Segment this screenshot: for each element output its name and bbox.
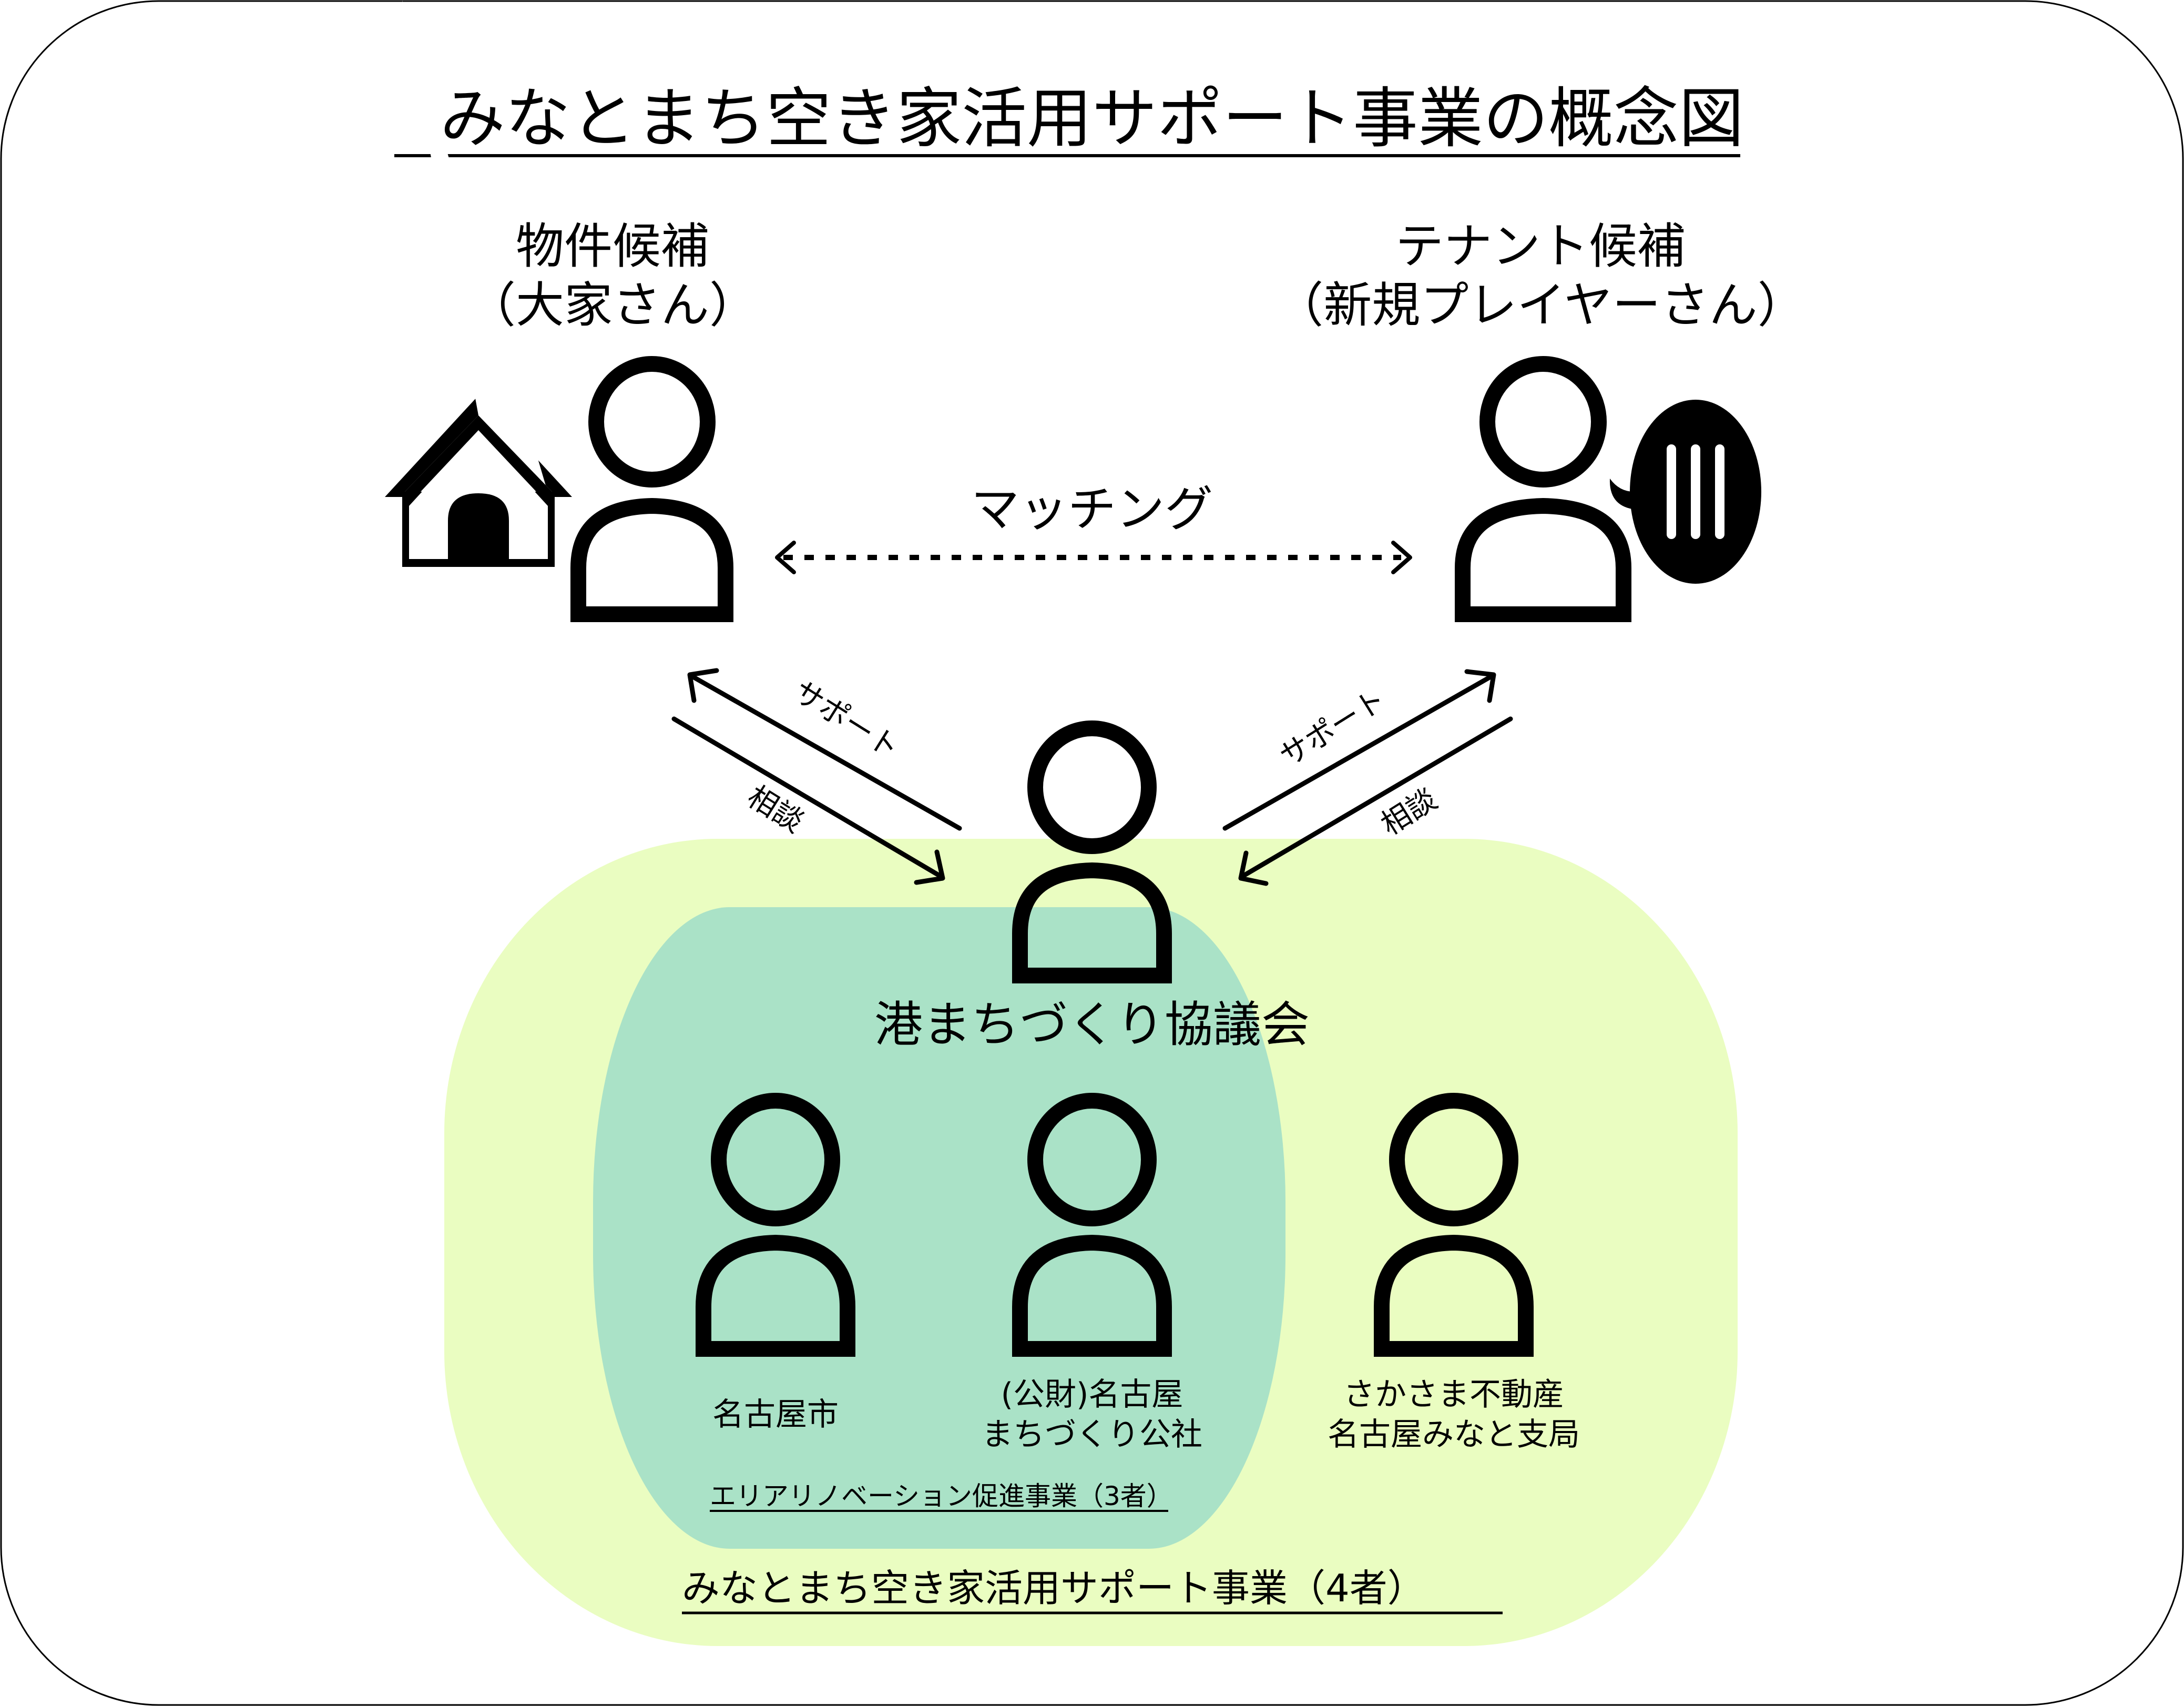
- tenant-candidate-sublabel: （新規プレイヤーさん）: [1275, 277, 1805, 333]
- left-consult-arrow: [671, 716, 945, 885]
- outer-group-label: みなとまち空き家活用サポート事業（4者）: [682, 1566, 1425, 1610]
- member-label-machizukuri-line2: まちづくり公社: [982, 1416, 1202, 1453]
- landlord-person-icon: [570, 356, 733, 622]
- member-label-sakasama-line1: さかさま不動産: [1343, 1376, 1564, 1413]
- left-support-arrow: [687, 668, 962, 831]
- property-candidate-sublabel: （大家さん）: [467, 277, 758, 333]
- member-label-sakasama-line2: 名古屋みなと支局: [1328, 1416, 1580, 1453]
- member-person-icon: [696, 1093, 855, 1357]
- tenant-candidate-label: テナント候補: [1395, 218, 1686, 275]
- right-support-arrow: [1222, 669, 1496, 831]
- matching-dashed-arrow: [775, 541, 1412, 574]
- member-label-nagoya-city: 名古屋市: [712, 1396, 839, 1433]
- council-label: 港まちづくり協議会: [874, 997, 1310, 1053]
- member-person-icon: [1374, 1093, 1534, 1357]
- inner-group-label: エリアリノベーション促進事業（3者）: [710, 1481, 1173, 1511]
- tenant-person-icon: [1455, 356, 1631, 622]
- right-consult-arrow: [1238, 716, 1513, 886]
- property-candidate-label: 物件候補: [516, 218, 709, 275]
- member-label-machizukuri-line1: (公財)名古屋: [1001, 1376, 1183, 1413]
- member-person-icon: [1012, 1093, 1172, 1357]
- council-person-icon: [1012, 720, 1172, 983]
- page-title: みなとまち空き家活用サポート事業の概念図: [440, 81, 1744, 157]
- house-icon: [385, 0, 572, 567]
- inner-group-region: [593, 907, 1285, 1549]
- matching-label: マッチング: [971, 481, 1213, 537]
- speech-bubble-icon: [1609, 400, 1761, 584]
